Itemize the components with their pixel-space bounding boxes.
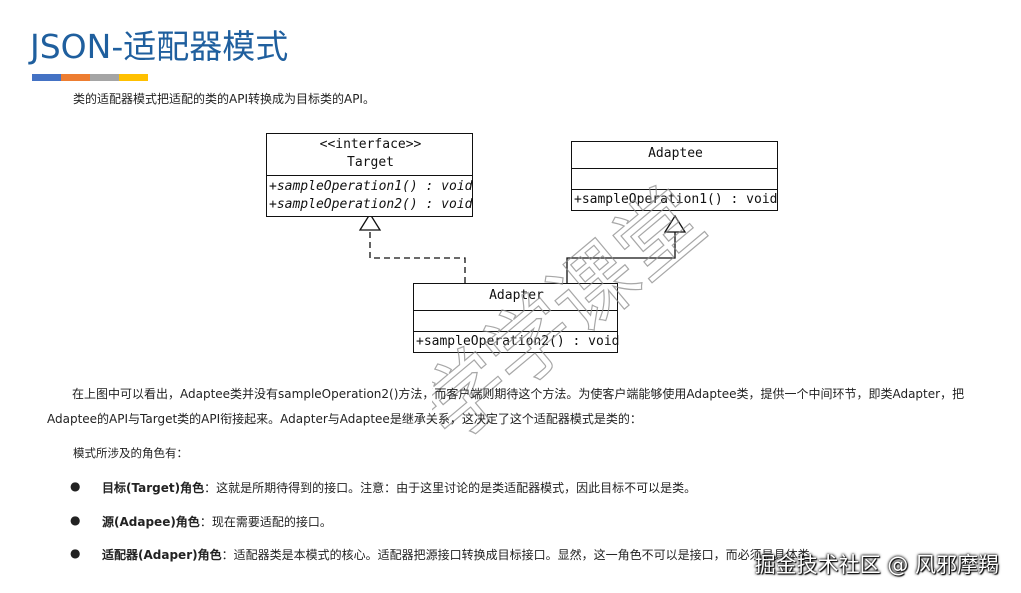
body-paragraph-line-1: 在上图中可以看出，Adaptee类并没有sampleOperation2()方法… (72, 387, 965, 401)
role-description: ：适配器类是本模式的核心。适配器把源接口转换成目标接口。显然，这一角色不可以是接… (221, 548, 822, 562)
realization-line (369, 230, 466, 283)
adapter-name: Adapter (489, 288, 544, 303)
adapter-methods: +sampleOperation2() : void (414, 332, 620, 352)
adaptee-methods: +sampleOperation1() : void (572, 190, 778, 210)
role-term: 目标(Target)角色 (102, 481, 205, 495)
adapter-header: Adapter (414, 284, 617, 311)
generalization-line (566, 232, 676, 283)
role-term: 源(Adapee)角色 (102, 515, 200, 529)
bullet-icon: ● (70, 513, 81, 527)
body-paragraph-line-2: Adaptee的API与Target类的API衔接起来。Adapter与Adap… (47, 412, 642, 426)
adapter-attributes (414, 311, 617, 332)
accent-gray (90, 74, 119, 81)
role-item-adaptee: ● 源(Adapee)角色 ：现在需要适配的接口。 (70, 513, 332, 530)
target-name: Target (347, 155, 394, 170)
uml-adapter-class: Adapter +sampleOperation2() : void (413, 283, 620, 353)
target-methods: +sampleOperation1() : void +sampleOperat… (267, 176, 473, 216)
adaptee-name: Adaptee (648, 146, 703, 161)
realization-arrowhead (358, 212, 382, 231)
accent-blue (32, 74, 61, 81)
role-description: ：这就是所期待得到的接口。注意：由于这里讨论的是类适配器模式，因此目标不可以是类… (204, 481, 697, 495)
accent-color-bar (32, 74, 148, 81)
bullet-icon: ● (70, 479, 81, 493)
target-header: <<interface>> Target (267, 134, 472, 176)
accent-yellow (119, 74, 148, 81)
role-item-target: ● 目标(Target)角色 ：这就是所期待得到的接口。注意：由于这里讨论的是类… (70, 479, 696, 496)
target-stereotype: <<interface>> (319, 137, 422, 152)
adaptee-method-1: +sampleOperation1() : void (574, 192, 778, 207)
intro-text: 类的适配器模式把适配的类的API转换成为目标类的API。 (73, 92, 375, 106)
footer-watermark: 掘金技术社区 @ 风邪摩羯 (754, 553, 999, 577)
role-item-adapter: ● 适配器(Adaper)角色 ：适配器类是本模式的核心。适配器把源接口转换成目… (70, 546, 822, 563)
target-method-1: +sampleOperation1() : void (269, 179, 473, 194)
accent-orange (61, 74, 90, 81)
adaptee-attributes (572, 169, 777, 190)
bullet-icon: ● (70, 546, 81, 560)
uml-adaptee-class: Adaptee +sampleOperation1() : void (571, 141, 778, 211)
target-method-2: +sampleOperation2() : void (269, 197, 473, 212)
role-term: 适配器(Adaper)角色 (102, 548, 222, 562)
roles-heading: 模式所涉及的角色有： (73, 446, 188, 460)
adapter-method-1: +sampleOperation2() : void (416, 334, 620, 349)
generalization-arrowhead (663, 214, 687, 233)
adaptee-header: Adaptee (572, 142, 777, 169)
slide-title: JSON-适配器模式 (30, 27, 289, 66)
uml-target-class: <<interface>> Target +sampleOperation1()… (266, 133, 473, 217)
role-description: ：现在需要适配的接口。 (199, 515, 332, 529)
